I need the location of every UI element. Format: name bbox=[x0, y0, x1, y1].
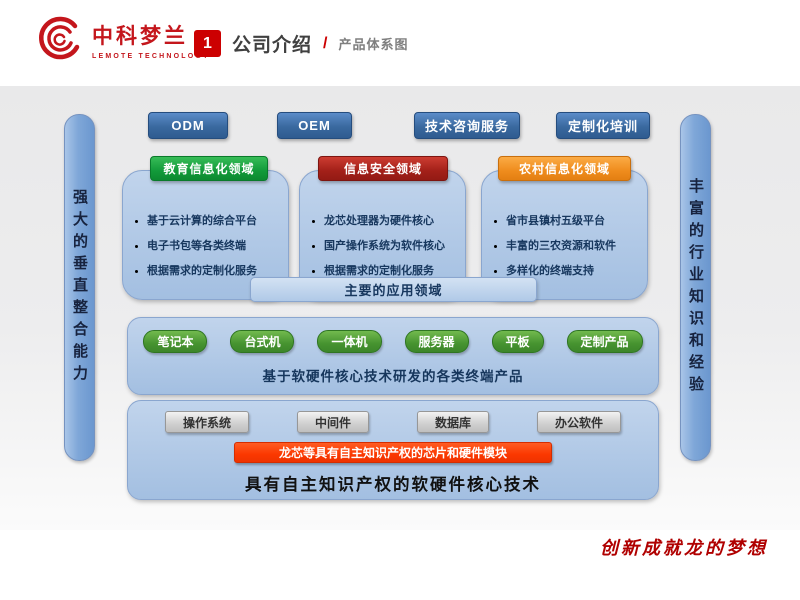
core-tech-caption: 具有自主知识产权的软硬件核心技术 bbox=[245, 476, 541, 494]
list-item: 国产操作系统为软件核心 bbox=[324, 234, 459, 259]
domain-rural-list: 省市县镇村五级平台 丰富的三农资源和软件 多样化的终端支持 bbox=[506, 209, 641, 284]
section-number-badge: 1 bbox=[194, 30, 221, 57]
lemote-logo-icon bbox=[39, 16, 80, 60]
top-button-odm: ODM bbox=[148, 112, 228, 139]
product-pill-custom: 定制产品 bbox=[566, 330, 643, 353]
lemote-logo-text: 中科梦兰 LEMOTE TECHNOLOGY bbox=[92, 20, 210, 60]
product-pill-allinone: 一体机 bbox=[317, 330, 382, 353]
software-pill-database: 数据库 bbox=[417, 411, 490, 433]
logo-title: 中科梦兰 bbox=[92, 25, 188, 48]
list-item: 根据需求的定制化服务 bbox=[324, 259, 459, 284]
application-areas-bar: 主要的应用领域 bbox=[250, 277, 537, 302]
right-banner-industry-knowledge: 丰富的行业知识和经验 bbox=[680, 114, 711, 461]
list-item: 基于云计算的综合平台 bbox=[147, 209, 282, 234]
product-pill-server: 服务器 bbox=[404, 330, 469, 353]
page-subtitle: 产品体系图 bbox=[338, 37, 409, 52]
software-pill-os: 操作系统 bbox=[164, 411, 249, 433]
list-item: 根据需求的定制化服务 bbox=[147, 259, 282, 284]
core-tech-box: 操作系统 中间件 数据库 办公软件 龙芯等具有自主知识产权的芯片和硬件模块 具有… bbox=[127, 400, 659, 500]
top-button-consulting: 技术咨询服务 bbox=[414, 112, 520, 139]
list-item: 龙芯处理器为硬件核心 bbox=[324, 209, 459, 234]
domain-education-list: 基于云计算的综合平台 电子书包等各类终端 根据需求的定制化服务 bbox=[147, 209, 282, 284]
software-pill-office: 办公软件 bbox=[537, 411, 622, 433]
domain-header-education: 教育信息化领域 bbox=[150, 156, 268, 181]
software-pill-row: 操作系统 中间件 数据库 办公软件 bbox=[128, 411, 658, 433]
top-button-training: 定制化培训 bbox=[556, 112, 650, 139]
lemote-logo: 中科梦兰 LEMOTE TECHNOLOGY bbox=[34, 14, 210, 66]
page-title: 公司介绍 bbox=[232, 35, 313, 56]
products-caption: 基于软硬件核心技术研发的各类终端产品 bbox=[262, 369, 524, 384]
title-separator: / bbox=[323, 34, 328, 52]
top-button-oem: OEM bbox=[277, 112, 352, 139]
loongson-chip-bar: 龙芯等具有自主知识产权的芯片和硬件模块 bbox=[234, 442, 552, 463]
domain-box-rural: 省市县镇村五级平台 丰富的三农资源和软件 多样化的终端支持 bbox=[481, 170, 648, 300]
software-pill-middleware: 中间件 bbox=[296, 411, 369, 433]
domain-header-security: 信息安全领域 bbox=[318, 156, 448, 181]
page-title-row: 1 公司介绍 / 产品体系图 bbox=[194, 30, 408, 57]
domain-header-rural: 农村信息化领域 bbox=[498, 156, 631, 181]
product-pill-notebook: 笔记本 bbox=[143, 330, 208, 353]
list-item: 省市县镇村五级平台 bbox=[506, 209, 641, 234]
footer-slogan: 创新成就龙的梦想 bbox=[600, 538, 768, 559]
product-pill-tablet: 平板 bbox=[491, 330, 544, 353]
left-banner-vertical-integration: 强大的垂直整合能力 bbox=[64, 114, 95, 461]
list-item: 电子书包等各类终端 bbox=[147, 234, 282, 259]
product-pill-desktop: 台式机 bbox=[230, 330, 295, 353]
list-item: 丰富的三农资源和软件 bbox=[506, 234, 641, 259]
product-pill-row: 笔记本 台式机 一体机 服务器 平板 定制产品 bbox=[128, 330, 658, 353]
terminal-products-box: 笔记本 台式机 一体机 服务器 平板 定制产品 基于软硬件核心技术研发的各类终端… bbox=[127, 317, 659, 395]
logo-subtitle: LEMOTE TECHNOLOGY bbox=[92, 53, 210, 60]
slide-header: 中科梦兰 LEMOTE TECHNOLOGY 1 公司介绍 / 产品体系图 bbox=[0, 0, 800, 86]
list-item: 多样化的终端支持 bbox=[506, 259, 641, 284]
domain-security-list: 龙芯处理器为硬件核心 国产操作系统为软件核心 根据需求的定制化服务 bbox=[324, 209, 459, 284]
